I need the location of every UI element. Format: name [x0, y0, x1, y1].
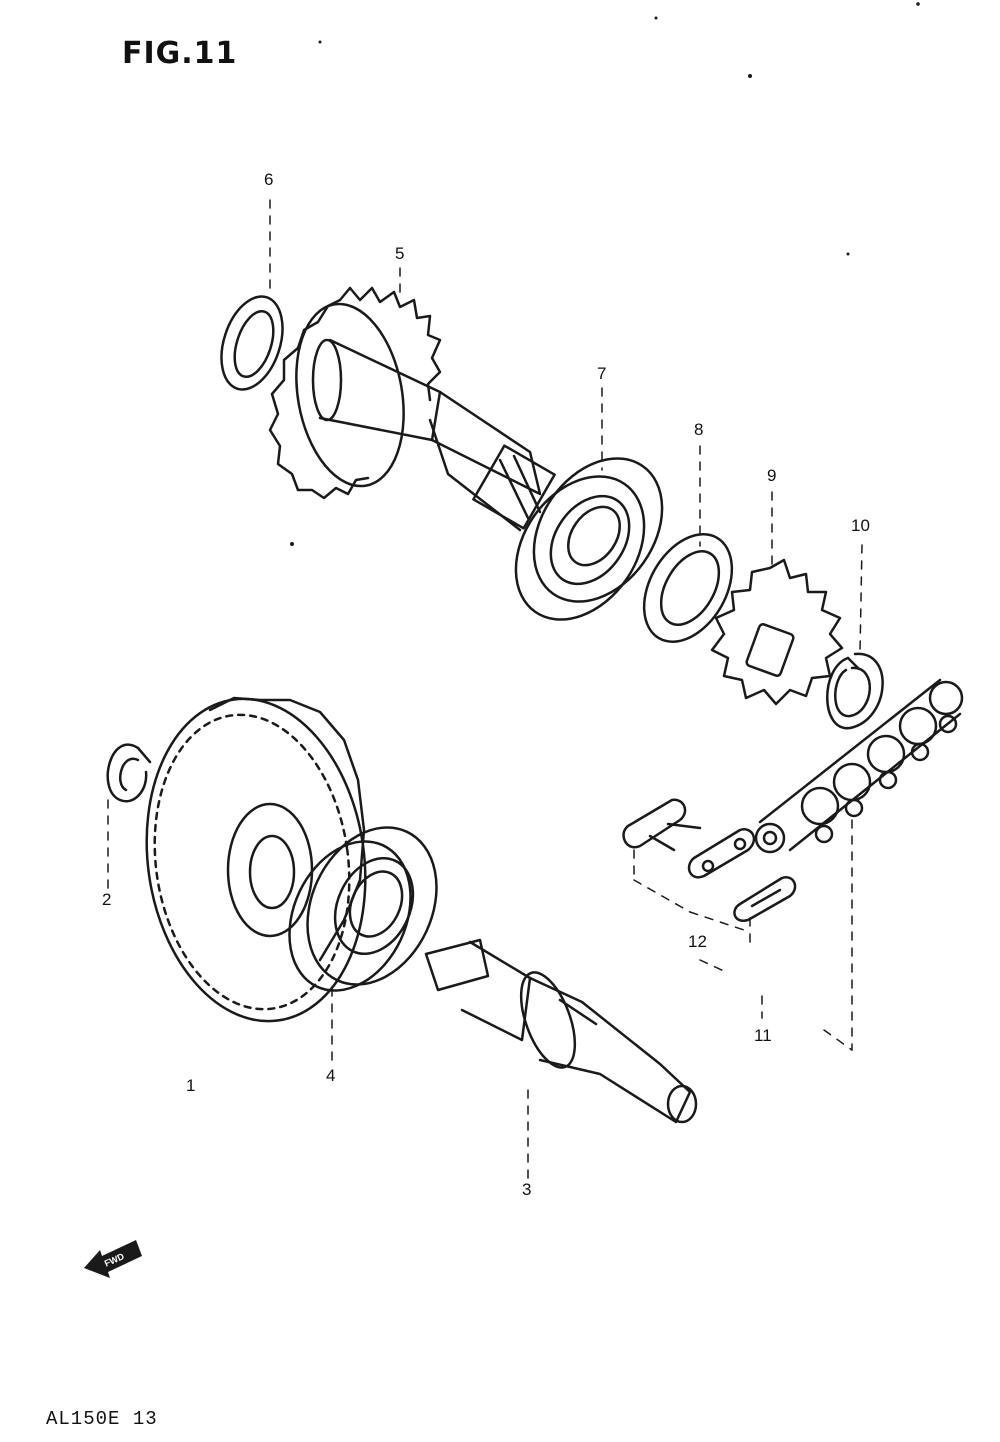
callout-12: 12: [688, 932, 707, 951]
callout-2: 2: [102, 890, 112, 909]
leader-lines: [107, 199, 863, 1181]
fwd-arrow-icon: [84, 1240, 142, 1278]
footer-code: AL150E 13: [46, 1408, 158, 1430]
countershaft-gear-part-5: [268, 286, 556, 532]
bearing-part-4: [288, 826, 438, 992]
callout-3: 3: [522, 1180, 532, 1199]
figure-title: FIG.11: [122, 36, 238, 71]
callout-4: 4: [326, 1066, 336, 1085]
drive-sprocket-part-9: [710, 558, 844, 706]
output-shaft-part-3: [424, 938, 698, 1124]
circlip-part-10: [826, 652, 884, 730]
callout-8: 8: [694, 420, 704, 439]
scan-specks: [290, 2, 920, 546]
drive-chain-part-11: [754, 678, 964, 854]
thrust-washer-part-6: [220, 295, 284, 391]
chain-joint-part-12: [622, 798, 797, 922]
oil-seal-part-8: [642, 533, 734, 643]
callout-10: 10: [851, 516, 870, 535]
bearing-part-7: [514, 457, 664, 621]
circlip-part-2: [106, 743, 152, 803]
callout-1: 1: [186, 1076, 196, 1095]
callout-11: 11: [754, 1026, 772, 1045]
callout-5: 5: [395, 244, 405, 263]
callout-6: 6: [264, 170, 274, 189]
callout-7: 7: [597, 364, 607, 383]
callout-9: 9: [767, 466, 777, 485]
